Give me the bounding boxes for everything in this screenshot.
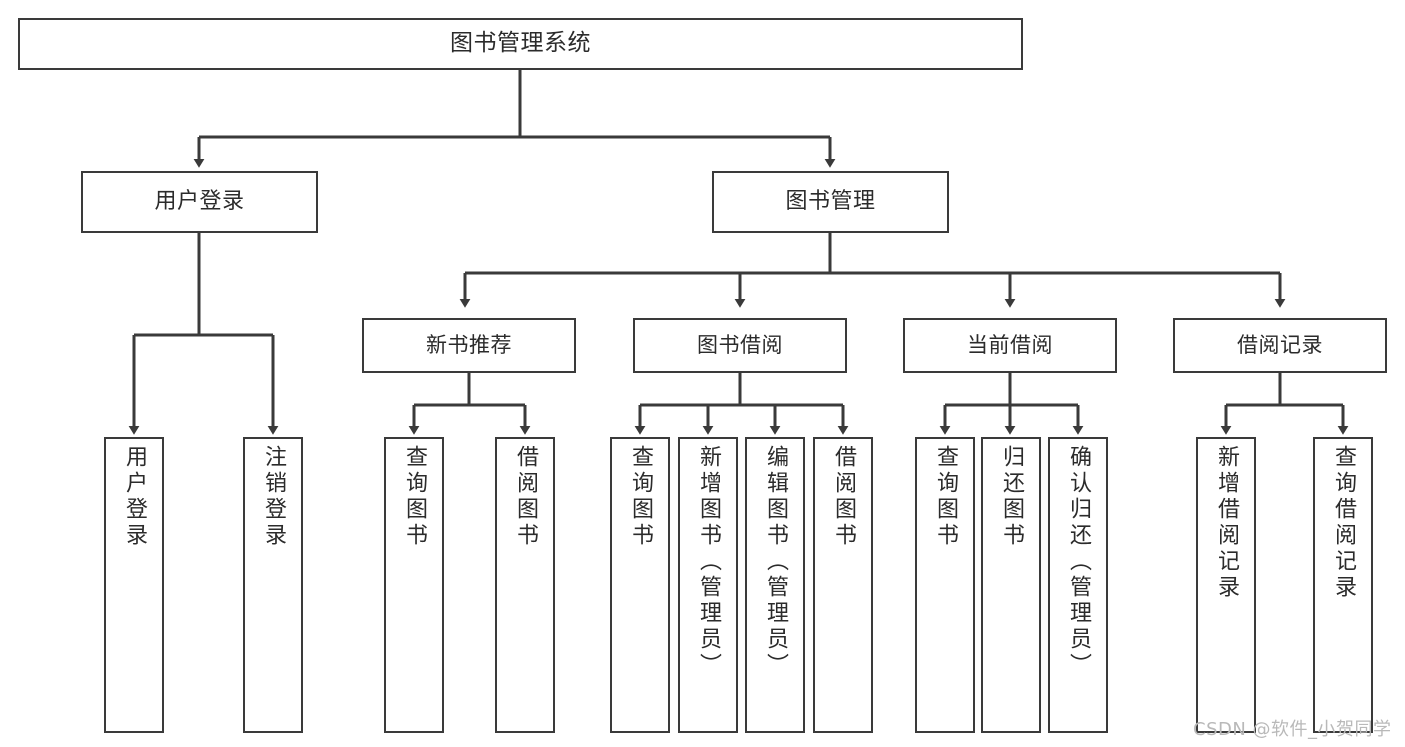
node-leaf-query-book-2[interactable]: 查询图书: [610, 437, 670, 733]
node-user-login[interactable]: 用户登录: [81, 171, 318, 233]
node-leaf-query-book-1[interactable]: 查询图书: [384, 437, 444, 733]
node-leaf-query-book-1-label: 查询图书: [402, 445, 427, 549]
node-leaf-return-book-label: 归还图书: [999, 445, 1024, 549]
node-leaf-query-book-3[interactable]: 查询图书: [915, 437, 975, 733]
node-leaf-confirm-return[interactable]: 确认归还（管理员）: [1048, 437, 1108, 733]
node-borrow-record-label: 借阅记录: [1237, 332, 1323, 357]
node-book-manage[interactable]: 图书管理: [712, 171, 949, 233]
node-book-manage-label: 图书管理: [785, 188, 876, 214]
node-new-book-recommend[interactable]: 新书推荐: [362, 318, 576, 373]
node-leaf-query-record-label: 查询借阅记录: [1331, 445, 1356, 601]
node-leaf-confirm-return-label: 确认归还（管理员）: [1066, 445, 1091, 679]
node-leaf-user-login-label: 用户登录: [122, 445, 147, 549]
node-book-borrow[interactable]: 图书借阅: [633, 318, 847, 373]
node-borrow-record[interactable]: 借阅记录: [1173, 318, 1387, 373]
node-book-borrow-label: 图书借阅: [697, 332, 783, 357]
node-root-label: 图书管理系统: [450, 30, 591, 57]
node-leaf-add-record[interactable]: 新增借阅记录: [1196, 437, 1256, 733]
node-new-book-recommend-label: 新书推荐: [426, 332, 512, 357]
node-leaf-borrow-book-1[interactable]: 借阅图书: [495, 437, 555, 733]
node-leaf-return-book[interactable]: 归还图书: [981, 437, 1041, 733]
node-leaf-add-book[interactable]: 新增图书（管理员）: [678, 437, 738, 733]
node-current-borrow-label: 当前借阅: [967, 332, 1053, 357]
csdn-watermark: CSDN @软件_小贺同学: [1193, 719, 1392, 740]
node-user-login-label: 用户登录: [154, 188, 245, 214]
node-leaf-logout-login-label: 注销登录: [261, 445, 286, 549]
node-leaf-borrow-book-1-label: 借阅图书: [513, 445, 538, 549]
node-leaf-borrow-book-2[interactable]: 借阅图书: [813, 437, 873, 733]
node-leaf-edit-book[interactable]: 编辑图书（管理员）: [745, 437, 805, 733]
node-leaf-edit-book-label: 编辑图书（管理员）: [763, 445, 788, 679]
node-root[interactable]: 图书管理系统: [18, 18, 1023, 70]
node-leaf-add-record-label: 新增借阅记录: [1214, 445, 1239, 601]
node-leaf-logout-login[interactable]: 注销登录: [243, 437, 303, 733]
node-leaf-user-login[interactable]: 用户登录: [104, 437, 164, 733]
node-leaf-query-record[interactable]: 查询借阅记录: [1313, 437, 1373, 733]
node-leaf-borrow-book-2-label: 借阅图书: [831, 445, 856, 549]
node-leaf-query-book-2-label: 查询图书: [628, 445, 653, 549]
node-current-borrow[interactable]: 当前借阅: [903, 318, 1117, 373]
node-leaf-query-book-3-label: 查询图书: [933, 445, 958, 549]
node-leaf-add-book-label: 新增图书（管理员）: [696, 445, 721, 679]
